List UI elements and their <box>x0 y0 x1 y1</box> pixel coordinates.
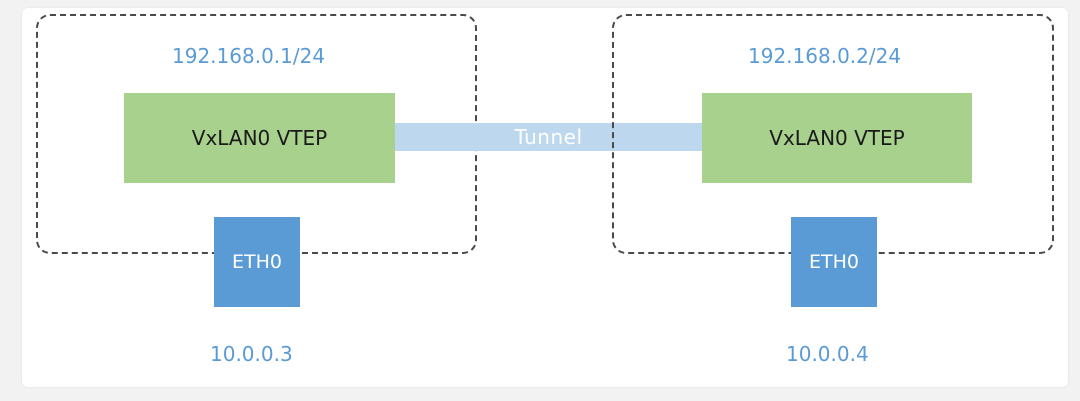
eth-interface-left: ETH0 <box>214 217 300 307</box>
eth-label-right: ETH0 <box>809 251 859 273</box>
overlay-ip-left: 192.168.0.1/24 <box>172 44 326 68</box>
eth-interface-right: ETH0 <box>791 217 877 307</box>
diagram-canvas: 192.168.0.1/24 VxLAN0 VTEP Tunnel 192.16… <box>22 8 1068 387</box>
vtep-box-right: VxLAN0 VTEP <box>702 93 972 183</box>
vtep-label-right: VxLAN0 VTEP <box>769 126 905 150</box>
vtep-box-left: VxLAN0 VTEP <box>124 93 395 183</box>
tunnel-link: Tunnel <box>395 123 702 151</box>
underlay-ip-right: 10.0.0.4 <box>786 342 869 366</box>
vtep-label-left: VxLAN0 VTEP <box>191 126 328 150</box>
tunnel-label: Tunnel <box>514 125 583 149</box>
overlay-ip-right: 192.168.0.2/24 <box>748 44 902 68</box>
underlay-ip-left: 10.0.0.3 <box>210 342 293 366</box>
eth-label-left: ETH0 <box>232 251 282 273</box>
